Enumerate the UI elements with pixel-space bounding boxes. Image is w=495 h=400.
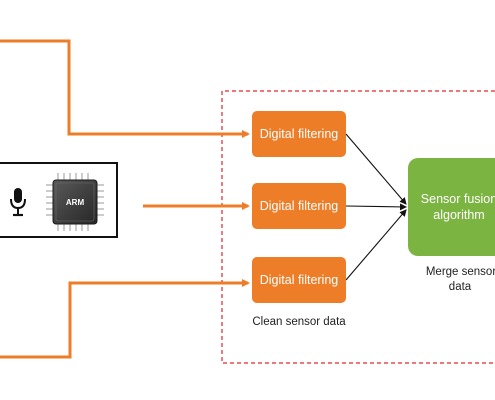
processor-chip-icon: ARM bbox=[46, 173, 104, 231]
clean-sensor-data-caption: Clean sensor data bbox=[238, 315, 360, 330]
sensor-fusion-label-line1: Sensor fusion bbox=[420, 192, 495, 206]
digital-filtering-label-1: Digital filtering bbox=[259, 127, 339, 141]
merge-sensor-data-line2: data bbox=[448, 281, 472, 293]
chip-label: ARM bbox=[66, 198, 85, 207]
sensor-fusion-label-line2: algorithm bbox=[433, 208, 485, 222]
digital-filtering-label-3: Digital filtering bbox=[259, 273, 339, 287]
digital-filtering-box-2: Digital filtering bbox=[252, 183, 346, 229]
merge-sensor-data-caption: Merge sensor data bbox=[420, 265, 495, 295]
processing-boundary bbox=[221, 90, 495, 364]
filter-to-fusion-arrow-middle bbox=[345, 203, 407, 211]
microphone-icon bbox=[10, 188, 26, 217]
digital-filtering-label-2: Digital filtering bbox=[259, 199, 339, 213]
sensor-fusion-box: Sensor fusion algorithm bbox=[408, 158, 495, 256]
clean-sensor-data-text: Clean sensor data bbox=[252, 316, 346, 328]
filter-to-fusion-arrow-top bbox=[345, 133, 407, 205]
digital-filtering-box-3: Digital filtering bbox=[252, 257, 346, 303]
digital-filtering-box-1: Digital filtering bbox=[252, 111, 346, 157]
input-arrow-top bbox=[0, 39, 250, 138]
input-arrow-bottom bbox=[0, 279, 250, 359]
filter-to-fusion-arrow-bottom bbox=[345, 209, 407, 281]
merge-sensor-data-line1: Merge sensor bbox=[425, 266, 495, 278]
